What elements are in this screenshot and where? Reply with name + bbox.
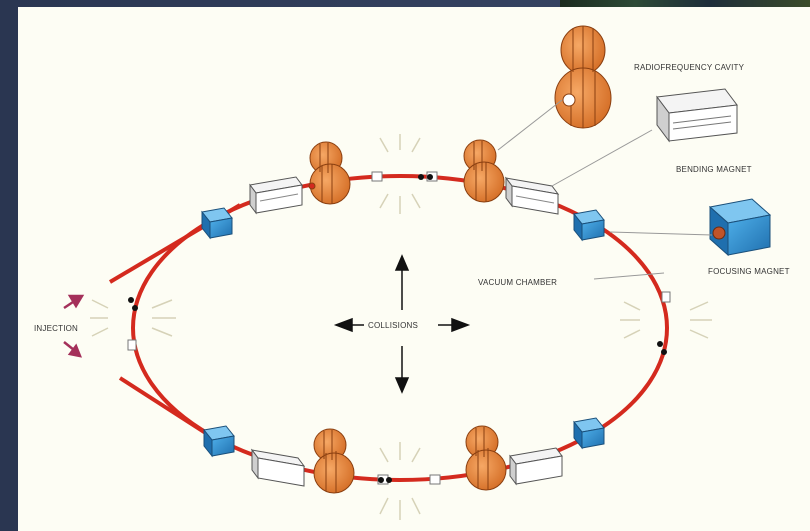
vacuum-chamber-ring [131,174,669,482]
leader-lines [497,99,713,280]
collision-arrows [333,254,471,394]
focusing-magnet-icon [201,198,772,458]
bending-magnet-icon [249,88,738,487]
beam-markers [127,171,671,485]
label-bending-magnet: BENDING MAGNET [676,165,752,174]
collision-burst-icon [90,134,712,520]
label-radiofrequency-cavity: RADIOFREQUENCY CAVITY [634,63,745,72]
rf-cavity-icon [308,25,612,494]
label-collisions: COLLISIONS [368,321,419,330]
label-focusing-magnet: FOCUSING MAGNET [708,267,790,276]
injection-arrow-icon [63,294,85,358]
label-vacuum-chamber: VACUUM CHAMBER [478,278,558,287]
label-injection: INJECTION [34,324,79,333]
